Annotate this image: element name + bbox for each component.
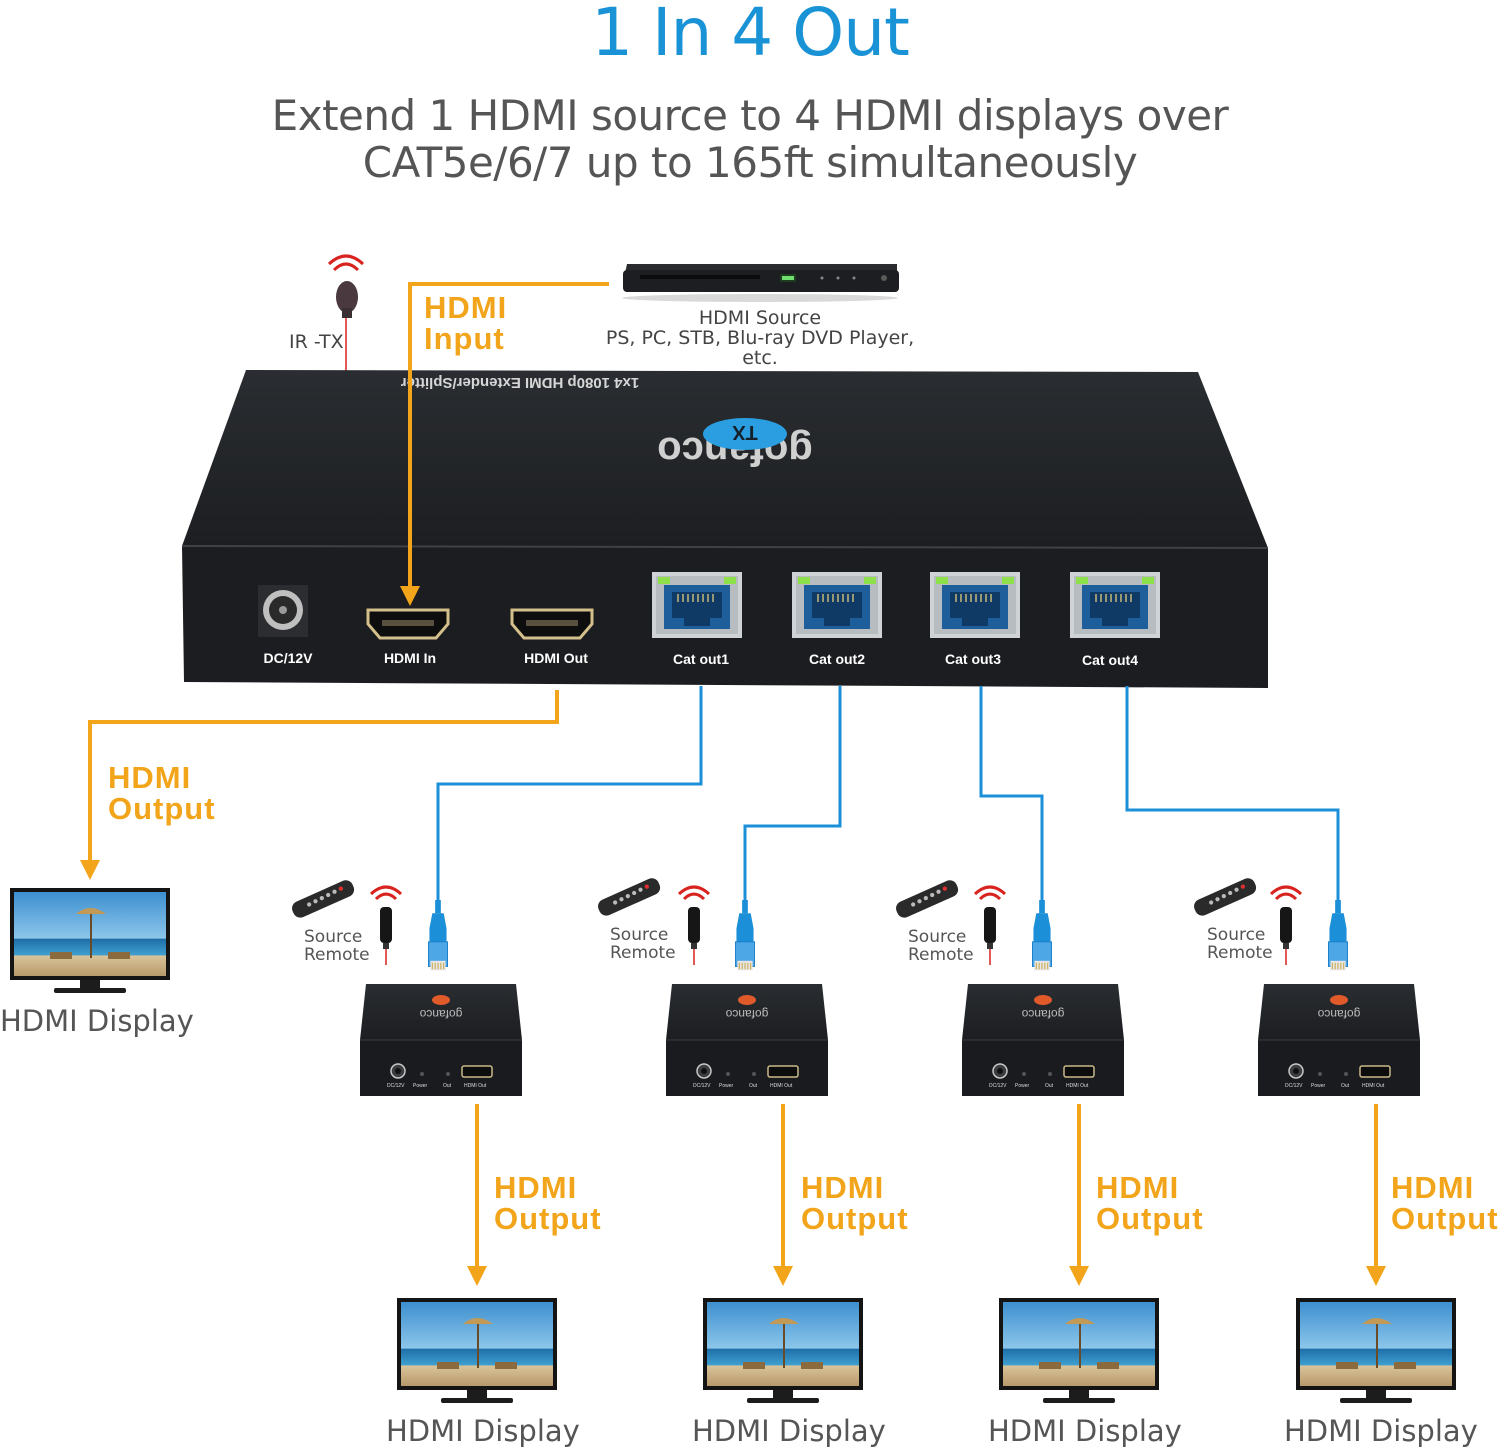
cat-cable-1: [436, 686, 703, 900]
rj45-plug-3: [1032, 900, 1052, 971]
ir-sensor-icon: [371, 887, 401, 965]
tv-display-icon: [10, 888, 170, 994]
tv-display-icon: [397, 1298, 557, 1404]
local-output-label: HDMI Output: [108, 762, 216, 824]
page-title: 1 In 4 Out: [591, 0, 910, 71]
receiver-box-1: [360, 984, 522, 1096]
receiver-box-3: [962, 984, 1124, 1096]
hdmi-local-output-cable: [80, 690, 559, 880]
cat-cable-2: [743, 686, 842, 900]
subtitle-line-2: CAT5e/6/7 up to 165ft simultaneously: [362, 138, 1138, 187]
cat-cable-4: [1125, 686, 1340, 900]
remote-label-line-1: Source: [610, 925, 669, 945]
remote-icon: [595, 875, 663, 916]
receiver-output-label-3: HDMI Output: [1096, 1172, 1204, 1234]
display-label-1: HDMI Display: [386, 1414, 580, 1448]
ir-sensor-icon: [679, 887, 709, 965]
rj45-plug-2: [735, 900, 755, 971]
cat-out1-port: [652, 572, 742, 638]
bluray-player-icon: [622, 264, 899, 302]
remote-label-line-1: Source: [908, 927, 967, 947]
tv-display-icon: [999, 1298, 1159, 1404]
display-label-3: HDMI Display: [988, 1414, 1182, 1448]
hdmi-input-label: HDMI Input: [424, 292, 507, 354]
port-label-dc: DC/12V: [263, 650, 313, 666]
output-label-line-2: Output: [494, 1201, 602, 1236]
rj45-plug-1: [428, 900, 448, 971]
port-label-cat-out4: Cat out4: [1082, 652, 1138, 668]
ir-sensor-icon: [1271, 887, 1301, 965]
receiver-box-2: [666, 984, 828, 1096]
source-remote-label-3: Source Remote: [908, 928, 974, 964]
tv-display-icon: [1296, 1298, 1456, 1404]
cat-out3-port: [930, 572, 1020, 638]
display-label-local: HDMI Display: [0, 1004, 194, 1038]
hdmi-in-port: [366, 608, 450, 640]
output-label-line-1: HDMI: [801, 1170, 885, 1205]
source-label: HDMI Source PS, PC, STB, Blu-ray DVD Pla…: [590, 308, 930, 368]
remote-icon: [289, 877, 357, 918]
port-label-hdmi-in: HDMI In: [383, 650, 437, 666]
ir-sensor-icon: [975, 887, 1005, 965]
rj45-plug-4: [1328, 900, 1348, 971]
cat-out4-port: [1070, 572, 1160, 638]
tx-badge-label: TX: [732, 421, 758, 443]
hdmi-input-cable: [400, 282, 609, 606]
receiver-output-label-1: HDMI Output: [494, 1172, 602, 1234]
tv-display-icon: [703, 1298, 863, 1404]
remote-label-line-2: Remote: [610, 943, 676, 963]
output-label-line-2: Output: [801, 1201, 909, 1236]
hdmi-input-label-line-1: HDMI: [424, 290, 508, 325]
transmitter-box: 1x4 1080p HDMI Extender/Splitter gofanco…: [181, 370, 1269, 688]
remote-label-line-1: Source: [1207, 925, 1266, 945]
tx-badge: [703, 418, 787, 450]
output-label-line-1: HDMI: [494, 1170, 578, 1205]
hdmi-out-port: [510, 608, 594, 640]
source-label-line-1: HDMI Source: [698, 307, 822, 329]
port-label-cat-out1: Cat out1: [673, 651, 729, 667]
cat-cable-3: [979, 686, 1044, 900]
receiver-box-4: [1258, 984, 1420, 1096]
remote-label-line-2: Remote: [1207, 943, 1273, 963]
local-output-label-line-1: HDMI: [108, 760, 192, 795]
remote-icon: [893, 877, 961, 918]
source-label-line-2: PS, PC, STB, Blu-ray DVD Player, etc.: [605, 327, 915, 369]
output-label-line-2: Output: [1096, 1201, 1204, 1236]
remote-label-line-2: Remote: [908, 945, 974, 965]
port-label-cat-out3: Cat out3: [945, 651, 1001, 667]
hdmi-input-label-line-2: Input: [424, 321, 505, 356]
output-label-line-2: Output: [1391, 1201, 1499, 1236]
port-label-cat-out2: Cat out2: [809, 651, 865, 667]
transmitter-top-text: 1x4 1080p HDMI Extender/Splitter: [401, 374, 640, 391]
display-label-4: HDMI Display: [1284, 1414, 1478, 1448]
source-remote-label-2: Source Remote: [610, 926, 676, 962]
ir-tx-label: IR -TX: [289, 331, 344, 353]
receiver-output-label-2: HDMI Output: [801, 1172, 909, 1234]
remote-icon: [1191, 875, 1259, 916]
port-label-hdmi-out: HDMI Out: [524, 650, 588, 666]
output-label-line-1: HDMI: [1391, 1170, 1475, 1205]
output-label-line-1: HDMI: [1096, 1170, 1180, 1205]
remote-label-line-1: Source: [304, 927, 363, 947]
display-label-2: HDMI Display: [692, 1414, 886, 1448]
source-remote-label-1: Source Remote: [304, 928, 370, 964]
local-output-label-line-2: Output: [108, 791, 216, 826]
source-remote-label-4: Source Remote: [1207, 926, 1273, 962]
ir-transmitter-icon: [327, 254, 365, 318]
subtitle-line-1: Extend 1 HDMI source to 4 HDMI displays …: [271, 91, 1229, 140]
receiver-output-label-4: HDMI Output: [1391, 1172, 1499, 1234]
cat-out2-port: [792, 572, 882, 638]
remote-label-line-2: Remote: [304, 945, 370, 965]
page-subtitle: Extend 1 HDMI source to 4 HDMI displays …: [0, 92, 1500, 186]
